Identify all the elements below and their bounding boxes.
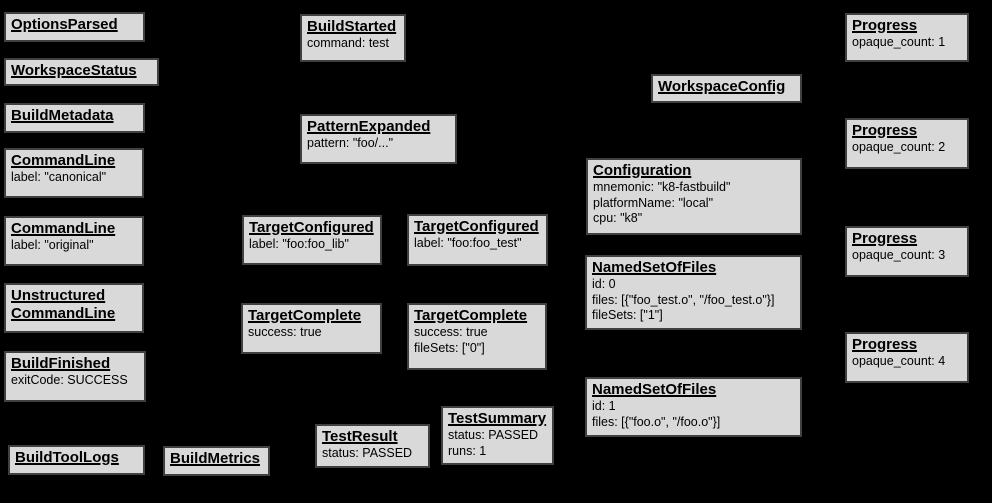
node-target-configured-foo-test-title: TargetConfigured: [414, 218, 539, 235]
node-build-metadata: BuildMetadata: [4, 103, 145, 133]
node-workspace-config-title: WorkspaceConfig: [658, 78, 786, 95]
node-target-complete-foo-lib-attribute: success: true: [248, 325, 322, 339]
node-build-finished-attribute: exitCode: SUCCESS: [11, 373, 128, 387]
node-test-result-attribute: status: PASSED: [322, 446, 413, 460]
node-pattern-expanded-attribute: pattern: "foo/...": [307, 136, 394, 150]
node-build-finished-title: BuildFinished: [11, 355, 111, 372]
node-progress-3-title: Progress: [852, 230, 918, 247]
node-configuration-attribute: mnemonic: "k8-fastbuild": [593, 180, 731, 194]
node-progress-1-title: Progress: [852, 17, 918, 34]
node-unstructured-command-line-title: CommandLine: [11, 305, 116, 322]
node-build-metrics-title: BuildMetrics: [170, 450, 261, 467]
node-named-set-of-files-0-title: NamedSetOfFiles: [592, 259, 717, 276]
node-workspace-status: WorkspaceStatus: [4, 58, 159, 86]
node-workspace-config: WorkspaceConfig: [651, 74, 802, 103]
node-target-complete-foo-test-title: TargetComplete: [414, 307, 528, 324]
node-build-started-attribute: command: test: [307, 36, 389, 50]
node-progress-4-title: Progress: [852, 336, 918, 353]
node-named-set-of-files-1-attribute: id: 1: [592, 399, 616, 413]
node-configuration-attribute: cpu: "k8": [593, 211, 643, 225]
node-target-complete-foo-test-attribute: success: true: [414, 325, 488, 339]
node-named-set-of-files-0-attribute: id: 0: [592, 277, 616, 291]
node-progress-4-attribute: opaque_count: 4: [852, 354, 946, 368]
node-target-configured-foo-test-attribute: label: "foo:foo_test": [414, 236, 522, 250]
node-build-metadata-title: BuildMetadata: [11, 107, 114, 124]
node-named-set-of-files-0-attribute: fileSets: ["1"]: [592, 308, 663, 322]
node-test-summary-attribute: runs: 1: [448, 443, 487, 458]
node-options-parsed: OptionsParsed: [4, 12, 145, 42]
node-target-configured-foo-lib-attribute: label: "foo:foo_lib": [249, 237, 349, 251]
node-build-tool-logs: BuildToolLogs: [8, 445, 145, 475]
node-test-summary-title: TestSummary: [448, 410, 547, 427]
node-progress-1-attribute: opaque_count: 1: [852, 35, 946, 49]
node-build-started-title: BuildStarted: [307, 18, 397, 35]
node-progress-2-attribute: opaque_count: 2: [852, 140, 946, 154]
node-named-set-of-files-1-title: NamedSetOfFiles: [592, 381, 717, 398]
node-progress-3-attribute: opaque_count: 3: [852, 248, 946, 262]
node-configuration-attribute: platformName: "local": [593, 195, 714, 210]
node-test-result-title: TestResult: [322, 428, 398, 445]
node-configuration-title: Configuration: [593, 162, 692, 179]
node-progress-2-title: Progress: [852, 122, 918, 139]
node-test-summary-attribute: status: PASSED: [448, 428, 539, 442]
node-workspace-status-title: WorkspaceStatus: [11, 62, 137, 79]
node-target-complete-foo-lib-title: TargetComplete: [248, 307, 362, 324]
node-named-set-of-files-0-attribute: files: [{"foo_test.o", "/foo_test.o"}]: [592, 292, 775, 307]
node-pattern-expanded-title: PatternExpanded: [307, 118, 431, 135]
node-unstructured-command-line-title: Unstructured: [11, 287, 106, 304]
node-command-line-canonical-title: CommandLine: [11, 152, 116, 169]
node-build-tool-logs-title: BuildToolLogs: [15, 449, 119, 466]
node-command-line-original-attribute: label: "original": [11, 238, 94, 252]
node-target-complete-foo-test-attribute: fileSets: ["0"]: [414, 340, 485, 355]
node-named-set-of-files-1-attribute: files: [{"foo.o", "/foo.o"}]: [592, 414, 721, 429]
node-target-configured-foo-lib-title: TargetConfigured: [249, 219, 374, 236]
node-command-line-original-title: CommandLine: [11, 220, 116, 237]
node-command-line-canonical-attribute: label: "canonical": [11, 170, 107, 184]
node-build-metrics: BuildMetrics: [163, 446, 270, 476]
node-options-parsed-title: OptionsParsed: [11, 16, 118, 33]
